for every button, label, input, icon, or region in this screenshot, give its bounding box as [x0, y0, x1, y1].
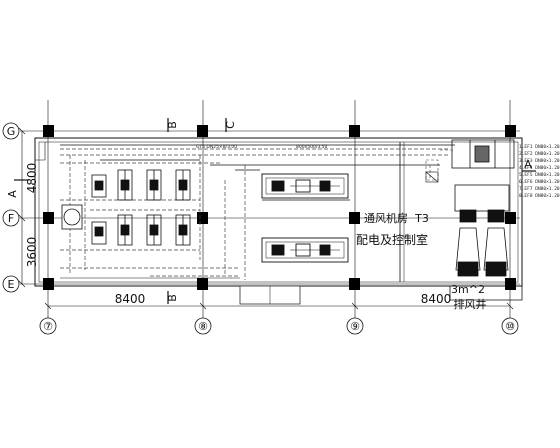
fan-units-top [91, 169, 191, 201]
legend-line-5: 5.EF5 DN80×1.20 [519, 172, 560, 178]
equipment-legend: 1.EF1 DN80×1.20 2.EF2 DN80×1.20 3.EF3 DN… [519, 144, 560, 199]
room-label-control-room: 配电及控制室 [356, 232, 428, 247]
section-b-top: B [166, 121, 179, 129]
grid-lines [20, 100, 520, 318]
dimension-lines [18, 127, 514, 310]
column-f7 [43, 212, 54, 224]
column-e7 [43, 278, 54, 290]
svg-text:⑨: ⑨ [350, 320, 360, 333]
air-handler-upper [261, 173, 349, 199]
grid-bubbles: G F E ⑦ ⑧ ⑨ ⑩ [2, 122, 519, 335]
svg-text:F: F [8, 212, 14, 225]
svg-text:E: E [8, 278, 15, 291]
section-c-top: C [224, 121, 237, 129]
room-label-fan-room: 通风机房 [364, 211, 408, 225]
column-g8 [197, 125, 208, 137]
grid-bubble-f: F [2, 209, 20, 227]
exhaust-fan-stack [451, 139, 515, 277]
dimension-row-f-e: 3600 [25, 237, 39, 268]
dimension-span-7-8: 8400 [115, 292, 146, 306]
structural-columns [43, 125, 516, 290]
legend-line-7: 7.EF7 DN80×1.20 [519, 186, 560, 192]
section-a-right: A [524, 158, 532, 171]
column-g7 [43, 125, 54, 137]
legend-line-1: 1.EF1 DN80×1.20 [519, 144, 560, 150]
air-handler-lower [261, 237, 349, 263]
legend-line-4: 4.EF4 DN80×1.20 [519, 165, 560, 171]
grid-bubble-e: E [2, 275, 20, 293]
column-e9 [349, 278, 360, 290]
legend-line-6: 6.EF6 DN80×1.20 [519, 179, 560, 185]
svg-text:⑦: ⑦ [43, 320, 53, 333]
fan-units-bottom [91, 214, 191, 246]
legend-line-3: 3.EF3 DN80×1.20 [519, 158, 560, 164]
dimension-row-g-f: 4800 [25, 163, 39, 194]
svg-text:⑩: ⑩ [505, 320, 515, 333]
svg-text:⑧: ⑧ [198, 320, 208, 333]
grid-bubble-8: ⑧ [194, 317, 212, 335]
grid-bubble-7: ⑦ [39, 317, 57, 335]
column-f10 [505, 212, 516, 224]
duct-label-main: GT5 DN25×8/3.00 [196, 144, 237, 150]
column-g10 [505, 125, 516, 137]
wall-tags [425, 171, 439, 183]
section-b-bottom: B [166, 294, 179, 302]
grid-bubble-9: ⑨ [346, 317, 364, 335]
column-e8 [197, 278, 208, 290]
legend-line-8: 8.EF8 DN80×1.20 [519, 193, 560, 199]
dimension-span-9-10: 8400 [421, 292, 452, 306]
room-label-exhaust-shaft: 排风井 [454, 297, 487, 311]
room-label-area: 3m^2 [451, 283, 485, 296]
column-f9 [349, 212, 360, 224]
room-label-t3: T3 [414, 212, 429, 225]
shaft-ducts [425, 149, 455, 181]
section-a-left: A [6, 190, 19, 198]
legend-line-2: 2.EF2 DN80×1.20 [519, 151, 560, 157]
section-markers [14, 118, 536, 304]
svg-text:G: G [7, 125, 16, 138]
column-e10 [505, 278, 516, 290]
duct-label-duct: 800x500/3.50 [296, 144, 328, 150]
column-f8 [197, 212, 208, 224]
grid-bubble-g: G [2, 122, 20, 140]
duct-main-solid [60, 144, 455, 279]
grid-bubble-10: ⑩ [501, 317, 519, 335]
pump-unit [61, 204, 83, 230]
column-g9 [349, 125, 360, 137]
